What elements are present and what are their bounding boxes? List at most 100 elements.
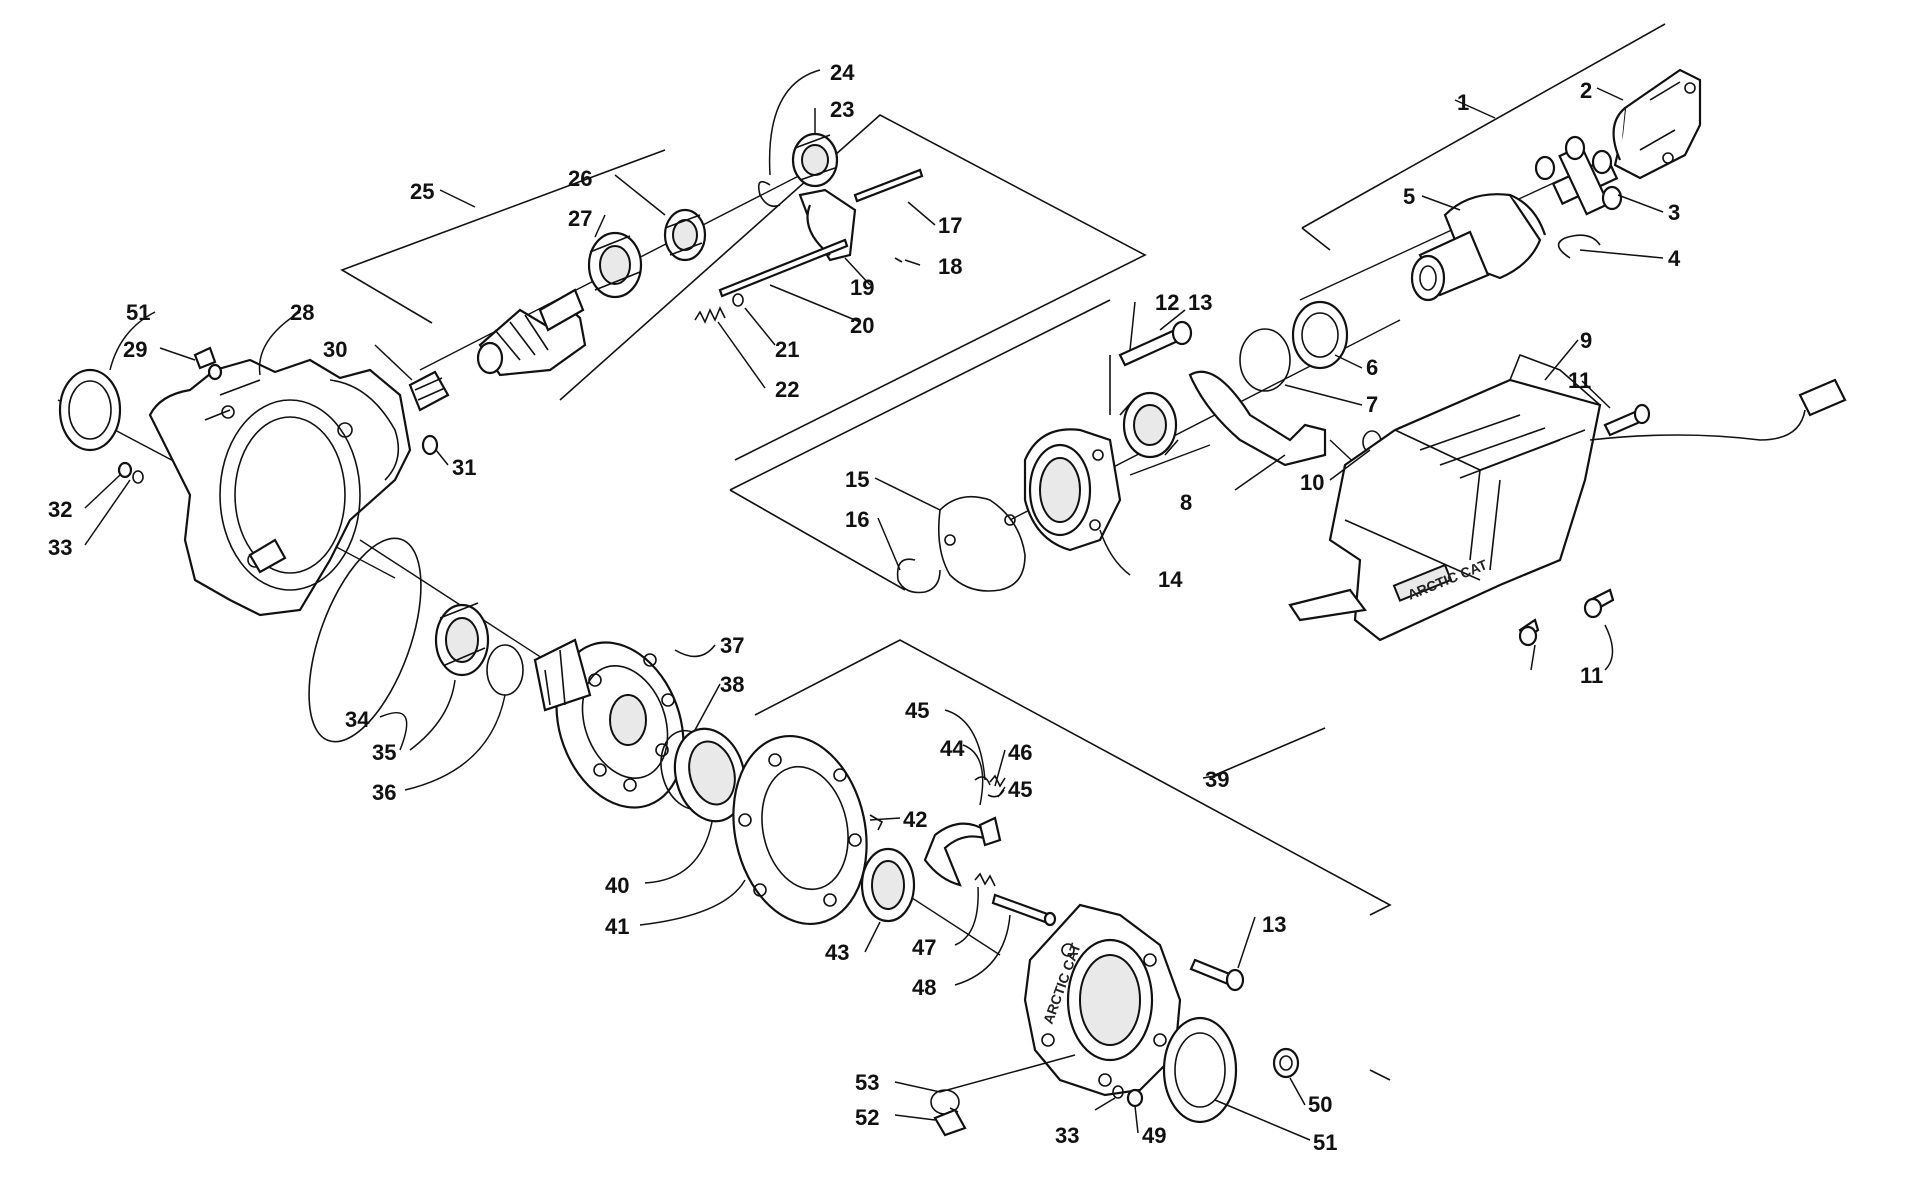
callout-51-top: 51: [126, 300, 150, 325]
callout-42: 42: [903, 807, 927, 832]
part-shield-bracket: [1188, 370, 1327, 467]
part-plug-50: [1272, 1047, 1300, 1079]
assembly-bracket-25: [340, 114, 1147, 461]
callout-13-top: 13: [1188, 290, 1212, 315]
part-seal-51-upper: [58, 368, 122, 452]
callout-12: 12: [1155, 290, 1179, 315]
callout-15: 15: [845, 467, 869, 492]
callout-49: 49: [1142, 1123, 1166, 1148]
part-o-ring-34: [308, 537, 422, 743]
part-circlip-16: [896, 558, 941, 594]
part-clip-21: [732, 293, 744, 307]
callout-16: 16: [845, 507, 869, 532]
callout-14: 14: [1158, 567, 1183, 592]
part-snap-ring-4: [1557, 234, 1601, 259]
callout-30: 30: [323, 337, 347, 362]
callout-20: 20: [850, 313, 874, 338]
part-bolts-11: [1518, 403, 1651, 647]
callout-11-bottom: 11: [1580, 663, 1603, 688]
leader-lines: [84, 69, 1664, 1141]
callout-17: 17: [938, 213, 962, 238]
part-ring-7: [1239, 328, 1291, 392]
callout-2: 2: [1580, 78, 1592, 103]
callout-4: 4: [1668, 246, 1681, 271]
part-pin-17: [853, 168, 924, 203]
callout-8: 8: [1180, 490, 1192, 515]
part-plug-31: [421, 434, 439, 456]
part-gasket-15: [937, 495, 1026, 592]
part-seal-51-lower: [1162, 1016, 1238, 1124]
callout-44: 44: [940, 736, 965, 761]
part-bearing-40: [673, 727, 747, 823]
callout-22: 22: [775, 377, 799, 402]
callout-7: 7: [1366, 392, 1378, 417]
callout-11-top: 11: [1568, 368, 1591, 393]
callout-29: 29: [123, 337, 147, 362]
part-collar-41: [732, 734, 868, 926]
part-spring-47: [974, 872, 996, 887]
callout-21: 21: [775, 337, 799, 362]
part-ring-24: [757, 180, 781, 208]
part-spring-22: [694, 306, 726, 324]
part-bearing-30: [408, 370, 450, 412]
part-spacer-26: [663, 208, 707, 262]
callout-48: 48: [912, 975, 936, 1000]
part-bearing-12: [1119, 391, 1179, 459]
part-seal-6: [1291, 300, 1349, 370]
assembly-bracket-39: [754, 639, 1392, 1081]
callout-45-top: 45: [905, 698, 929, 723]
callout-9: 9: [1580, 328, 1592, 353]
part-bolt-13-upper: [1118, 320, 1193, 367]
part-bearing-housing: [1023, 428, 1122, 552]
callout-52: 52: [855, 1105, 879, 1130]
part-shim-36: [486, 644, 524, 696]
callout-1: 1: [1457, 90, 1469, 115]
part-shaft-48: [991, 893, 1057, 927]
callout-33-left: 33: [48, 535, 72, 560]
callout-19: 19: [850, 275, 874, 300]
assembly-bracket-actuator-housing: [729, 299, 1111, 591]
part-cover-plate: ARCTIC CAT: [1023, 903, 1182, 1097]
assembly-bracket-1: [1301, 23, 1666, 251]
callout-32: 32: [48, 497, 72, 522]
part-bearing-43: [860, 847, 916, 923]
callout-6: 6: [1366, 355, 1378, 380]
callout-5: 5: [1403, 184, 1415, 209]
callout-41: 41: [605, 914, 629, 939]
callout-31: 31: [452, 455, 476, 480]
callout-45-right: 45: [1008, 777, 1032, 802]
callout-46: 46: [1008, 740, 1032, 765]
callout-10: 10: [1300, 470, 1324, 495]
part-output-yoke: [1410, 193, 1547, 302]
callout-37: 37: [720, 633, 744, 658]
part-flange-yoke: [1612, 68, 1702, 180]
callout-13-bottom: 13: [1262, 912, 1286, 937]
callout-25: 25: [410, 179, 434, 204]
callout-53: 53: [855, 1070, 879, 1095]
part-actuator: ARCTIC CAT: [1288, 353, 1847, 642]
part-bearing-27: [587, 231, 643, 299]
callout-43: 43: [825, 940, 849, 965]
callout-51-bottom: 51: [1313, 1130, 1337, 1155]
part-bearing-23: [791, 132, 839, 188]
part-bolt-13-lower: [1189, 958, 1245, 992]
callout-38: 38: [720, 672, 744, 697]
callout-18: 18: [938, 254, 962, 279]
callout-47: 47: [912, 935, 936, 960]
part-plug-32: [117, 461, 144, 484]
callout-50: 50: [1308, 1092, 1332, 1117]
part-main-housing: [148, 358, 412, 617]
part-key-42: [869, 814, 884, 831]
part-shift-shaft-20: [718, 238, 849, 298]
callout-26: 26: [568, 166, 592, 191]
callout-27: 27: [568, 206, 592, 231]
callout-40: 40: [605, 873, 629, 898]
part-u-joint-cross: [1534, 135, 1623, 216]
callout-33-bottom: 33: [1055, 1123, 1079, 1148]
callout-39: 39: [1205, 767, 1229, 792]
part-bearing-35: [434, 602, 490, 677]
callout-34: 34: [345, 707, 370, 732]
callout-3: 3: [1668, 200, 1680, 225]
callout-24: 24: [830, 60, 855, 85]
